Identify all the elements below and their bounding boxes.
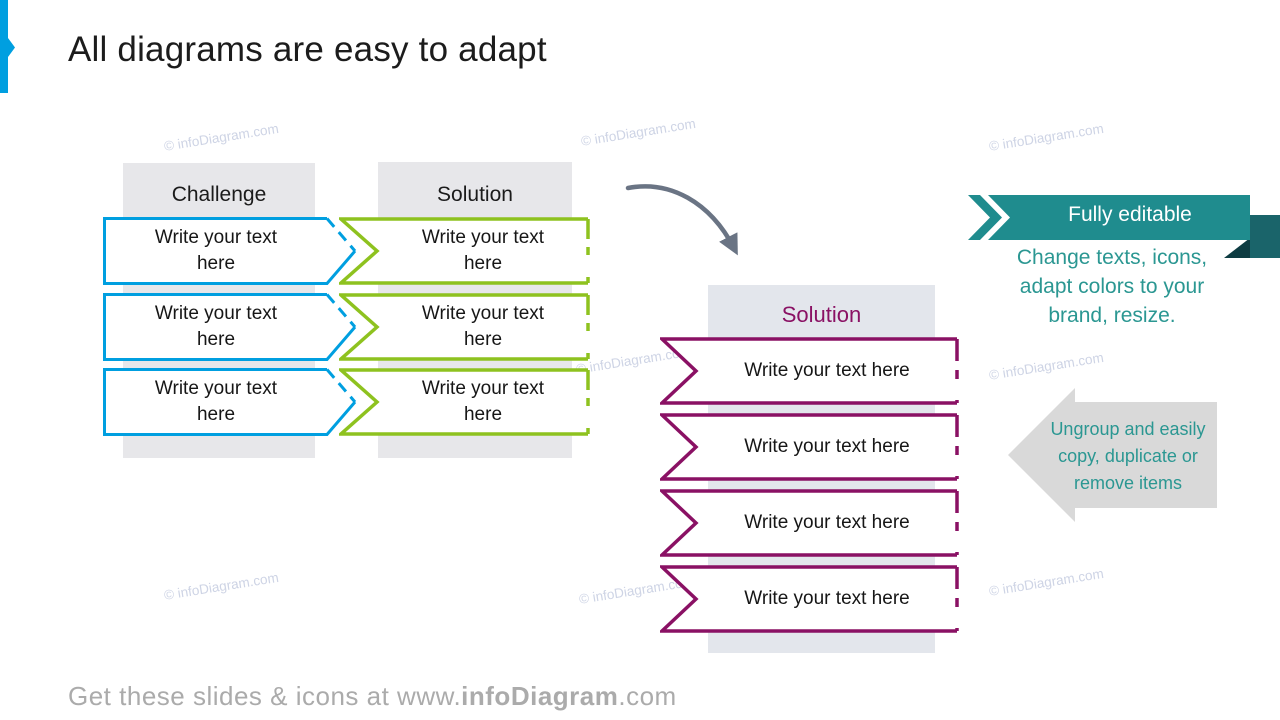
solution-left-banner-shape (339, 293, 590, 361)
challenge-arrow-shape (103, 293, 357, 361)
solution-left-item-label: Write your text here (421, 227, 545, 274)
editable-description: Change texts, icons, adapt colors to you… (1016, 246, 1208, 327)
watermark: © infoDiagram.com (988, 349, 1105, 383)
solution-left-item-label: Write your text here (421, 303, 545, 350)
solution-mid-banner-shape (660, 489, 959, 557)
watermark: © infoDiagram.com (163, 569, 280, 603)
fully-editable-ribbon (968, 195, 1280, 258)
solution-mid-item-label: Write your text here (744, 512, 910, 533)
solution-left-item-label: Write your text here (421, 378, 545, 425)
solution-mid-banner-shape (660, 565, 959, 633)
watermark: © infoDiagram.com (988, 565, 1105, 599)
challenge-item-label: Write your text here (154, 227, 278, 274)
solution-left-banner-shape (339, 217, 590, 285)
challenge-arrow-shape (103, 368, 357, 436)
accent-marker-icon (0, 0, 15, 93)
challenge-arrow-shape (103, 217, 357, 285)
solution-mid-header: Solution (781, 302, 862, 327)
left-arrow-shape (1008, 388, 1217, 522)
watermark: © infoDiagram.com (163, 120, 280, 154)
solution-left-banner-shape (339, 368, 590, 436)
watermark: © infoDiagram.com (988, 120, 1105, 154)
footer: Get these slides & icons at www.infoDiag… (68, 681, 677, 712)
curved-arrow-icon (625, 184, 738, 256)
solution-mid-item-label: Write your text here (744, 436, 910, 457)
challenge-item-label: Write your text here (154, 378, 278, 425)
footer-brand: infoDiagram (461, 681, 619, 711)
solution-mid-item-label: Write your text here (744, 588, 910, 609)
slide-title: All diagrams are easy to adapt (68, 30, 547, 69)
footer-prefix: Get these slides & icons at www. (68, 681, 462, 711)
watermark: © infoDiagram.com (580, 115, 697, 149)
challenge-item-label: Write your text here (154, 303, 278, 350)
ungroup-note: Ungroup and easily copy, duplicate or re… (1050, 419, 1206, 493)
ribbon-label: Fully editable (1068, 203, 1192, 226)
footer-suffix: .com (618, 681, 677, 711)
solution-mid-banner-shape (660, 337, 959, 405)
solution-left-header: Solution (437, 183, 513, 206)
solution-mid-banner-shape (660, 413, 959, 481)
solution-mid-item-label: Write your text here (744, 360, 910, 381)
challenge-header: Challenge (171, 183, 267, 206)
